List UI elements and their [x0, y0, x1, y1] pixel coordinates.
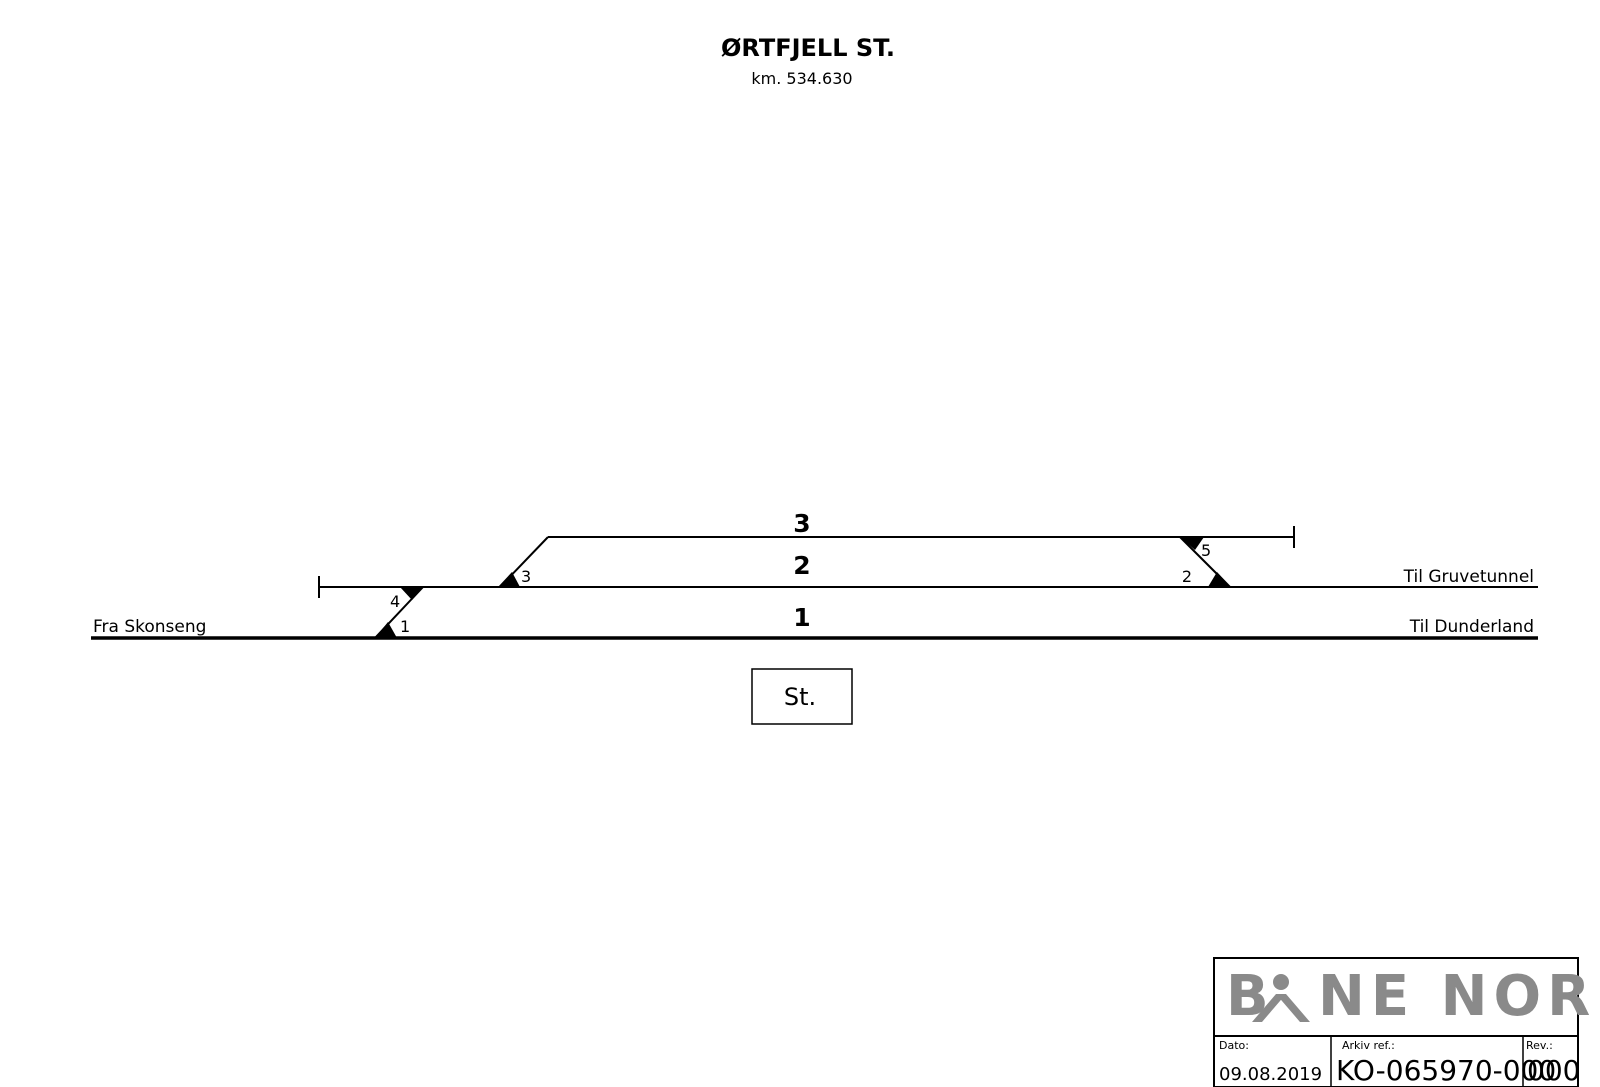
switch-3-marker — [498, 572, 520, 587]
switch-2-label: 2 — [1182, 567, 1192, 586]
ref-value: KO-065970-000 — [1336, 1054, 1556, 1087]
switch-1-marker — [375, 622, 397, 638]
switch-2-marker — [1208, 572, 1231, 587]
km-label: km. 534.630 — [751, 69, 852, 88]
rev-caption: Rev.: — [1526, 1039, 1553, 1052]
switch-4-label: 4 — [390, 592, 400, 611]
title-block: B NE NOR Dato: 09.08.2019 Arkiv ref.: KO… — [1213, 957, 1596, 1087]
date-caption: Dato: — [1219, 1039, 1249, 1052]
rev-value: 000 — [1527, 1054, 1580, 1087]
ref-caption: Arkiv ref.: — [1342, 1039, 1395, 1052]
station-building — [751, 668, 853, 725]
logo-mark-icon — [1252, 974, 1310, 1022]
track-3-number: 3 — [793, 509, 810, 538]
switch-4-marker — [400, 587, 423, 600]
date-value: 09.08.2019 — [1219, 1064, 1322, 1085]
track-1-number: 1 — [793, 603, 810, 632]
switch-1-label: 1 — [400, 617, 410, 636]
switch-5-marker — [1180, 537, 1204, 550]
station-building-label: St. — [784, 683, 816, 711]
logo-text-ne-nor: NE NOR — [1318, 964, 1596, 1029]
switch-3-label: 3 — [521, 567, 531, 586]
switch-5-label: 5 — [1201, 541, 1211, 560]
direction-til-dunderland: Til Dunderland — [1409, 617, 1534, 637]
direction-til-gruvetunnel: Til Gruvetunnel — [1403, 567, 1534, 587]
logo-text-b: B — [1226, 964, 1275, 1029]
title-block-frame — [1213, 957, 1579, 1087]
station-title: ØRTFJELL ST. — [721, 34, 895, 62]
direction-fra-skonseng: Fra Skonseng — [93, 617, 206, 637]
track-2-number: 2 — [793, 551, 810, 580]
